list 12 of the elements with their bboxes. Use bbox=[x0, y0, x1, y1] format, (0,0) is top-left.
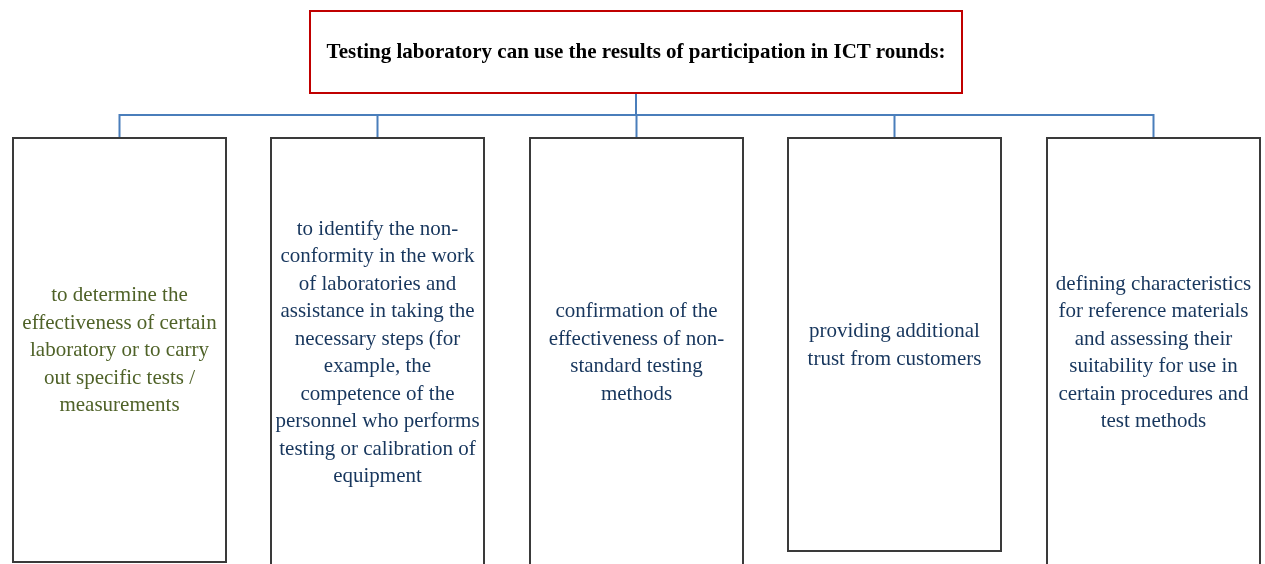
process-box bbox=[787, 137, 1002, 552]
box-text: providing additional trust from customers bbox=[806, 317, 983, 372]
box-text: defining characteristics for reference materials and assessing their suitability for use in certain procedures and test methods bbox=[1054, 269, 1253, 434]
process-box bbox=[270, 137, 485, 564]
process-box bbox=[12, 137, 227, 563]
process-box bbox=[1046, 137, 1261, 564]
box-text: confirmation of the effectiveness of non-standard testing methods bbox=[547, 297, 726, 407]
title-box bbox=[309, 10, 963, 94]
process-box bbox=[529, 137, 744, 564]
heading-text: Testing laboratory can use the results of participation in ICT rounds: bbox=[326, 38, 946, 66]
box-text: to determine the effectiveness of certain laboratory or to carry out specific tests / measurements bbox=[21, 281, 218, 419]
box-text: to identify the non-conformity in the work of laboratories and assistance in taking the necessary steps (for example, the competence of the personnel who performs testing or calibration of equipment bbox=[274, 214, 481, 489]
